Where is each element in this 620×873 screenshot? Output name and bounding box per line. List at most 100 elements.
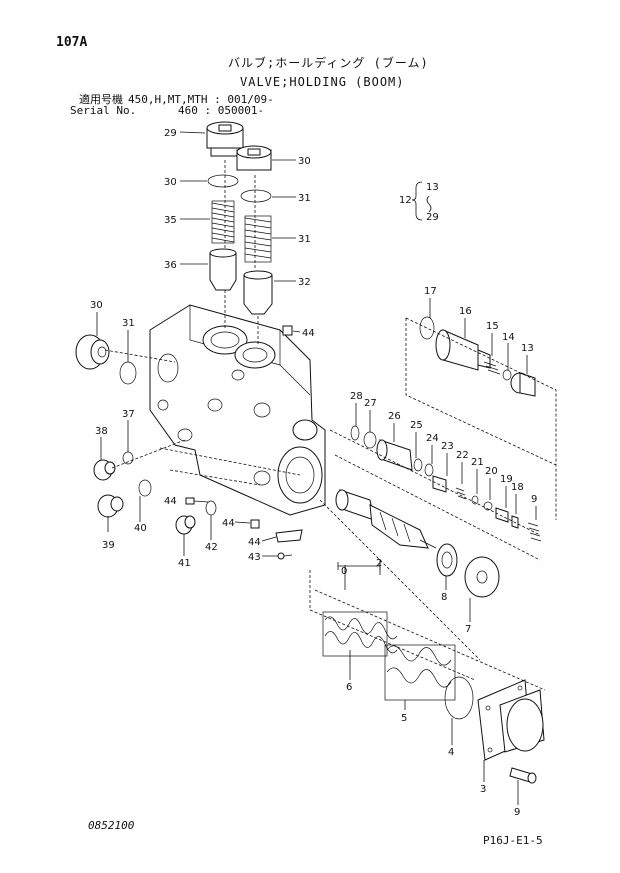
bracket-0-2 bbox=[337, 562, 381, 570]
o-ring-31-c bbox=[119, 361, 137, 385]
callout-labels: 29 30 30 31 35 31 36 32 30 31 37 38 39 4… bbox=[90, 128, 537, 818]
piston-24 bbox=[432, 475, 447, 493]
callout-18: 9 bbox=[531, 494, 537, 505]
drawing-number: 0852100 bbox=[88, 819, 135, 832]
spring-34 bbox=[211, 200, 235, 244]
o-ring-31-a bbox=[207, 174, 239, 188]
valve-body bbox=[149, 304, 326, 529]
range-to: 29 bbox=[426, 212, 439, 223]
callout-35: 36 bbox=[164, 260, 177, 271]
spring-15 bbox=[483, 361, 501, 375]
callout-9: 9 bbox=[514, 807, 520, 818]
callout-23: 22 bbox=[456, 450, 469, 461]
callout-4: 4 bbox=[448, 747, 454, 758]
callout-32: 31 bbox=[298, 234, 311, 245]
assembly-dashed-lines bbox=[104, 160, 557, 691]
callout-40: 41 bbox=[178, 558, 191, 569]
plug-30-c bbox=[75, 334, 110, 370]
callout-37: 38 bbox=[95, 426, 108, 437]
callout-31-b: 31 bbox=[298, 193, 311, 204]
callout-25: 24 bbox=[426, 433, 439, 444]
callout-2: 2 bbox=[376, 558, 382, 569]
o-ring-41 bbox=[205, 500, 217, 516]
callout-30-b: 30 bbox=[298, 156, 311, 167]
relief-valve-parts bbox=[419, 316, 536, 397]
pin-19 bbox=[511, 515, 519, 529]
range-from: 13 bbox=[426, 182, 439, 193]
range-owner: 12 bbox=[399, 195, 412, 206]
callout-30-c: 30 bbox=[90, 300, 103, 311]
applicable-label: 適用号機 bbox=[79, 93, 123, 106]
callout-22: 21 bbox=[471, 457, 484, 468]
range-tilde bbox=[426, 195, 432, 213]
callout-16: 16 bbox=[459, 306, 472, 317]
callout-31-a: 30 bbox=[164, 177, 177, 188]
plug-38 bbox=[97, 494, 124, 518]
callout-21: 20 bbox=[485, 466, 498, 477]
plug-30-b bbox=[236, 145, 272, 171]
callout-8: 8 bbox=[441, 592, 447, 603]
serial-label: Serial No. bbox=[70, 104, 137, 117]
callout-24: 23 bbox=[441, 441, 454, 452]
ring-21 bbox=[483, 501, 493, 511]
spring-6 bbox=[322, 611, 398, 657]
callout-42: 43 bbox=[248, 552, 261, 563]
title-english: VALVE;HOLDING (BOOM) bbox=[240, 75, 405, 89]
o-ring-17 bbox=[419, 316, 435, 340]
spring-18 bbox=[527, 522, 542, 542]
serial-value: 460 : 050001- bbox=[178, 104, 265, 117]
callout-28: 27 bbox=[364, 398, 377, 409]
o-ring-4 bbox=[444, 676, 474, 720]
ring-26 bbox=[413, 458, 423, 472]
callout-6: 6 bbox=[346, 682, 352, 693]
poppet-35 bbox=[209, 248, 237, 291]
callout-44-b: 44 bbox=[164, 496, 177, 507]
callout-29: 28 bbox=[350, 391, 363, 402]
page-number: 107A bbox=[56, 35, 88, 50]
callout-20: 19 bbox=[500, 474, 513, 485]
callout-36: 37 bbox=[122, 409, 135, 420]
cover-3 bbox=[477, 679, 545, 761]
callout-41: 42 bbox=[205, 542, 218, 553]
callout-27: 26 bbox=[388, 411, 401, 422]
callout-44-c: 44 bbox=[222, 518, 235, 529]
callout-14: 14 bbox=[502, 332, 515, 343]
callout-0: 0 bbox=[341, 566, 347, 577]
o-ring-14 bbox=[502, 369, 512, 381]
callout-44-a: 44 bbox=[302, 328, 315, 339]
range-brace bbox=[411, 181, 423, 221]
plug-20 bbox=[495, 507, 509, 523]
ring-28 bbox=[363, 431, 377, 449]
spring-23 bbox=[455, 487, 467, 500]
o-ring-31-b bbox=[240, 189, 272, 203]
title-japanese: バルブ;ホールディング (ブーム) bbox=[228, 56, 429, 70]
callout-31-c: 31 bbox=[122, 318, 135, 329]
callout-33: 32 bbox=[298, 277, 311, 288]
callout-26: 25 bbox=[410, 420, 423, 431]
plate-43 bbox=[275, 529, 303, 543]
spool-parts bbox=[335, 425, 542, 598]
range-note: 12 13 29 bbox=[399, 181, 439, 223]
spring-32 bbox=[244, 215, 272, 263]
o-ring-39 bbox=[138, 479, 152, 497]
callout-19: 18 bbox=[511, 482, 524, 493]
ring-25 bbox=[424, 463, 434, 477]
cap-13 bbox=[510, 372, 536, 397]
poppet-33 bbox=[243, 270, 273, 315]
callout-34: 35 bbox=[164, 215, 177, 226]
plug-40 bbox=[175, 515, 196, 535]
plug-37 bbox=[93, 459, 116, 481]
bolt-9 bbox=[509, 767, 537, 784]
callout-38: 39 bbox=[102, 540, 115, 551]
callout-30-a: 29 bbox=[164, 128, 177, 139]
page-code: P16J-E1-5 bbox=[483, 834, 543, 847]
callout-39: 40 bbox=[134, 523, 147, 534]
ring-29 bbox=[350, 425, 360, 441]
screw-42 bbox=[277, 552, 293, 560]
plate-7 bbox=[464, 556, 500, 598]
applicable-value: 450,H,MT,MTH : 001/09- bbox=[128, 93, 274, 106]
spool-2 bbox=[369, 504, 429, 549]
seat-8 bbox=[436, 543, 458, 577]
callout-7: 7 bbox=[465, 624, 471, 635]
